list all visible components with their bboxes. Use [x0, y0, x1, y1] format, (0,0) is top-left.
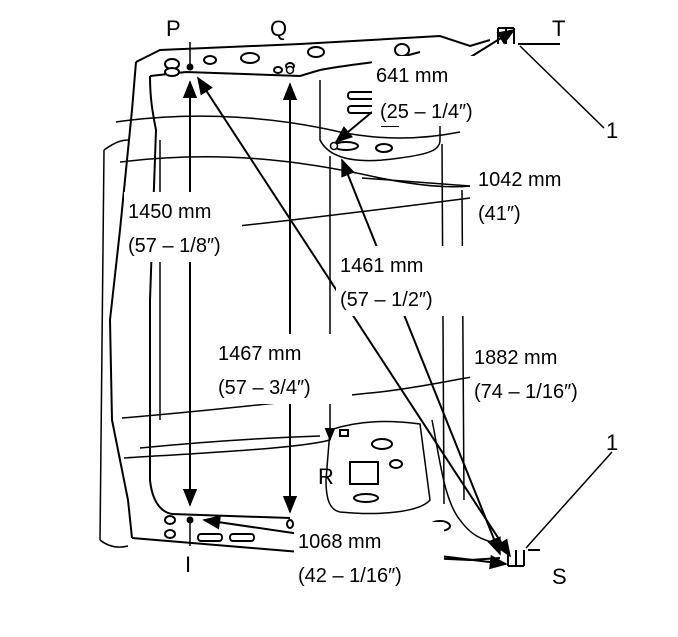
arrow-641	[334, 111, 373, 144]
dim-1068-in: (42 – 1/16″)	[298, 565, 402, 587]
dim-1450-in: (57 – 1/8″)	[128, 235, 221, 257]
point-labels: P Q T R S I 1 1	[166, 16, 618, 589]
dim-1042-in: (41″)	[478, 203, 521, 225]
dim-1882-in: (74 – 1/16″)	[474, 381, 578, 403]
callout-upper-leader	[519, 45, 605, 129]
point-R-marker	[329, 141, 339, 151]
dim-1068-mm: 1068 mm	[298, 531, 381, 553]
label-P: P	[166, 16, 181, 41]
dim-1467-in: (57 – 3/4″)	[218, 377, 311, 399]
label-R: R	[318, 464, 334, 489]
dimension-labels: 641 mm (25 – 1/4″) 1450 mm (57 – 1/8″) 1…	[124, 56, 616, 592]
dim-1467-mm: 1467 mm	[218, 343, 301, 365]
callout-lower-leader	[525, 451, 613, 549]
label-Q: Q	[270, 16, 287, 41]
arrow-1882	[197, 76, 511, 558]
label-S: S	[552, 564, 567, 589]
arrow-1068-b	[439, 554, 508, 570]
callout-1-lower: 1	[606, 430, 618, 455]
label-T: T	[552, 16, 565, 41]
callout-1-upper: 1	[606, 118, 618, 143]
dim-641-mm: 641 mm	[376, 65, 448, 87]
measurement-points	[186, 42, 339, 546]
point-Q-marker	[285, 65, 295, 75]
arrow-1068-a	[202, 515, 301, 535]
dim-1450-mm: 1450 mm	[128, 201, 211, 223]
dim-1042-mm: 1042 mm	[478, 169, 561, 191]
dimension-arrows	[182, 29, 613, 570]
dim-1882-mm: 1882 mm	[474, 347, 557, 369]
dim-1461-in: (57 – 1/2″)	[340, 289, 433, 311]
dim-1461-mm: 1461 mm	[340, 255, 423, 277]
dim-641-in: (25 – 1/4″)	[380, 101, 473, 123]
label-I: I	[185, 552, 191, 577]
